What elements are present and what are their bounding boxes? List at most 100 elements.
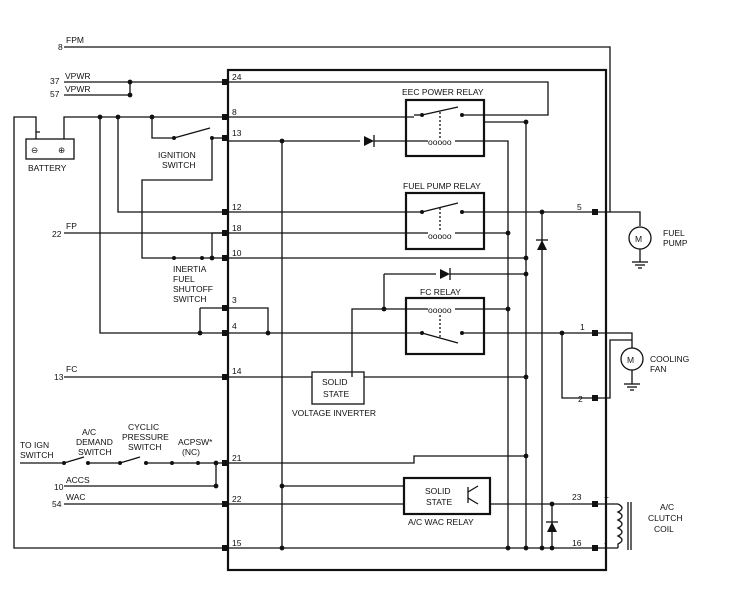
ac-clutch-coil: + - A/C CLUTCH COIL (598, 492, 682, 550)
module-pin-15: 15 (232, 538, 242, 548)
battery-label: BATTERY (28, 163, 67, 173)
cooling-fan-motor-icon: M (627, 355, 634, 365)
cyclic-label-3: SWITCH (128, 442, 162, 452)
voltage-inverter-label: VOLTAGE INVERTER (292, 408, 376, 418)
inertia-switch: INERTIA FUEL SHUTOFF SWITCH (172, 232, 222, 304)
module-pin-12: 12 (232, 202, 242, 212)
module-pin-24: 24 (232, 72, 242, 82)
acpsw-label-2: (NC) (182, 447, 200, 457)
module-pins: 24 8 13 12 18 10 3 4 14 21 22 15 (222, 72, 242, 551)
signal-fc: 13 FC (54, 364, 222, 382)
cyclic-label-1: CYCLIC (128, 422, 159, 432)
module-pin-8: 8 (232, 107, 237, 117)
ac-switch-chain: TO IGN SWITCH A/C DEMAND SWITCH CYCLIC P… (20, 422, 222, 486)
vi-solid-label-2: STATE (323, 389, 349, 399)
cooling-fan-label-1: COOLING (650, 354, 689, 364)
inertia-switch-label-1: INERTIA (173, 264, 207, 274)
signal-fpm: 8 FPM (58, 35, 611, 212)
fuel-pump-motor-icon: M (635, 234, 642, 244)
ac-demand-label-3: SWITCH (78, 447, 112, 457)
battery-neg-icon: ⊖ (31, 145, 38, 155)
signal-fp-name: FP (66, 221, 77, 231)
module-pin-3: 3 (232, 295, 237, 305)
fc-relay: FC RELAY ooooo (404, 287, 486, 356)
module-pin-14: 14 (232, 366, 242, 376)
eec-coil-icon: ooooo (428, 137, 452, 147)
fuel-pump-relay: FUEL PUMP RELAY ooooo (403, 181, 486, 251)
ignition-switch: IGNITION SWITCH (141, 117, 222, 259)
fuel-pump-label-2: PUMP (663, 238, 688, 248)
right-pin-1: 1 (580, 322, 585, 332)
right-pin-16: 16 (572, 538, 582, 548)
battery: ⊖ ⊕ BATTERY (13, 116, 222, 549)
cooling-fan-label-2: FAN (650, 364, 667, 374)
signal-fpm-name: FPM (66, 35, 84, 45)
module-pin-21: 21 (232, 453, 242, 463)
fc-diode-icon (440, 269, 450, 279)
fp-diode-icon (537, 240, 547, 250)
signal-fp: 22 FP (52, 221, 222, 239)
diode-icon (364, 136, 374, 146)
clutch-label-3: COIL (654, 524, 674, 534)
ac-demand-label-1: A/C (82, 427, 96, 437)
clutch-plus: + (604, 492, 609, 502)
eec-relay-label: EEC POWER RELAY (402, 87, 484, 97)
signal-fp-num: 22 (52, 229, 62, 239)
clutch-label-1: A/C (660, 502, 674, 512)
clutch-minus: - (604, 538, 607, 548)
module-pin-22: 22 (232, 494, 242, 504)
signal-accs-name: ACCS (66, 475, 90, 485)
signal-wac: 54 WAC (52, 492, 222, 509)
cooling-fan-motor: M COOLING FAN (598, 332, 689, 399)
signal-fc-name: FC (66, 364, 77, 374)
fuel-pump-motor: M FUEL PUMP (598, 211, 688, 269)
ignition-switch-label-2: SWITCH (162, 160, 196, 170)
signal-vpwr57-name: VPWR (65, 84, 91, 94)
fc-coil-icon: ooooo (428, 305, 452, 315)
signal-vpwr37-num: 37 (50, 76, 60, 86)
signal-wac-num: 54 (52, 499, 62, 509)
fc-relay-label: FC RELAY (420, 287, 461, 297)
signal-vpwr57-num: 57 (50, 89, 60, 99)
wac-solid-label-2: STATE (426, 497, 452, 507)
signal-vpwr-57: 57 VPWR (50, 79, 133, 99)
acpsw-label-1: ACPSW* (178, 437, 213, 447)
wac-diode-icon (547, 522, 557, 532)
cyclic-label-2: PRESSURE (122, 432, 169, 442)
right-pin-2: 2 (578, 394, 583, 404)
battery-pos-icon: ⊕ (58, 145, 65, 155)
signal-accs-num: 10 (54, 482, 64, 492)
clutch-label-2: CLUTCH (648, 513, 682, 523)
ac-demand-label-2: DEMAND (76, 437, 113, 447)
inertia-switch-label-2: FUEL (173, 274, 195, 284)
to-ign-label-1: TO IGN (20, 440, 49, 450)
module-pin-4: 4 (232, 321, 237, 331)
fuel-pump-relay-label: FUEL PUMP RELAY (403, 181, 481, 191)
module-pin-10: 10 (232, 248, 242, 258)
inertia-switch-label-3: SHUTOFF (173, 284, 213, 294)
module-pin-18: 18 (232, 223, 242, 233)
vi-solid-label-1: SOLID (322, 377, 348, 387)
ac-wac-relay: SOLID STATE A/C WAC RELAY (402, 476, 492, 527)
voltage-inverter: SOLID STATE VOLTAGE INVERTER (292, 371, 376, 418)
module-pin-13: 13 (232, 128, 242, 138)
right-pins: 5 1 2 23 16 (572, 202, 598, 551)
signal-fpm-num: 8 (58, 42, 63, 52)
inertia-switch-label-4: SWITCH (173, 294, 207, 304)
fuel-pump-label-1: FUEL (663, 228, 685, 238)
right-pin-5: 5 (577, 202, 582, 212)
wac-relay-label: A/C WAC RELAY (408, 517, 474, 527)
signal-fc-num: 13 (54, 372, 64, 382)
to-ign-label-2: SWITCH (20, 450, 54, 460)
signal-vpwr37-name: VPWR (65, 71, 91, 81)
eec-power-relay: EEC POWER RELAY ooooo (402, 87, 486, 158)
right-pin-23: 23 (572, 492, 582, 502)
ignition-switch-label-1: IGNITION (158, 150, 196, 160)
signal-vpwr-37: 37 VPWR (50, 71, 222, 86)
signal-wac-name: WAC (66, 492, 86, 502)
control-module-box (226, 68, 608, 572)
signal-accs: 10 ACCS (54, 475, 219, 492)
fp-coil-icon: ooooo (428, 231, 452, 241)
wac-solid-label-1: SOLID (425, 486, 451, 496)
